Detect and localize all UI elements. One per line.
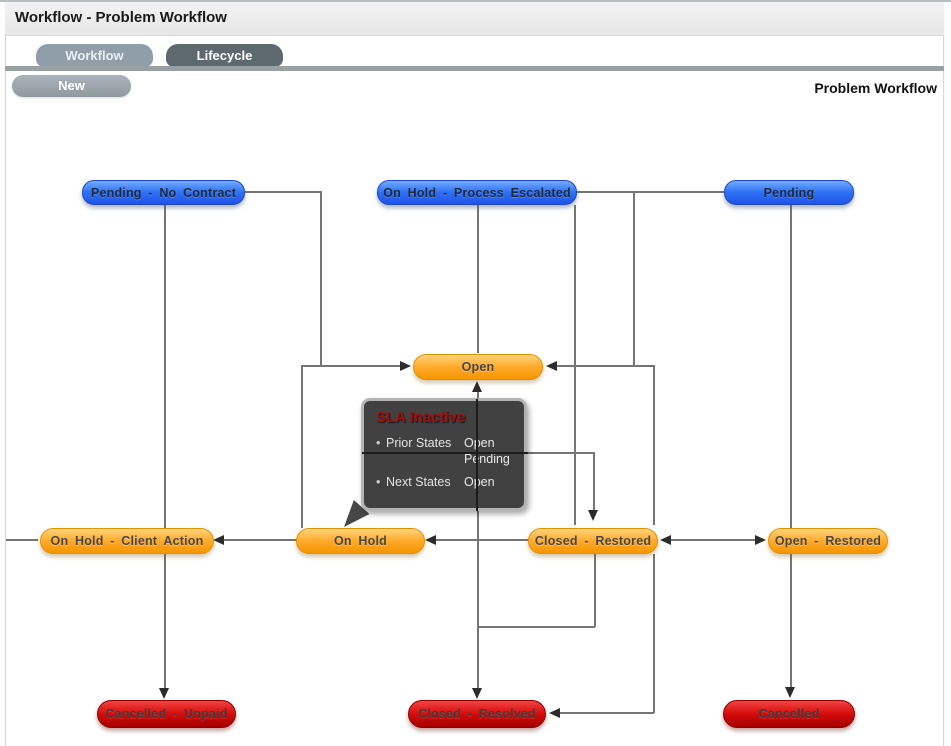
connector-line bbox=[653, 554, 655, 713]
arrowhead-left bbox=[425, 535, 436, 545]
node-pending-no-contract[interactable]: Pending - No Contract bbox=[82, 180, 245, 205]
connector-line bbox=[557, 712, 654, 714]
tooltip-row-label: Next States bbox=[386, 475, 451, 489]
arrowhead-left bbox=[660, 535, 671, 545]
node-label: Cancelled - Unpaid bbox=[105, 707, 228, 721]
bullet-icon: • bbox=[376, 475, 381, 489]
node-open-restored[interactable]: Open - Restored bbox=[768, 528, 888, 554]
arrowhead-down bbox=[588, 510, 598, 521]
connector-line bbox=[164, 205, 166, 528]
connector-line bbox=[477, 205, 479, 353]
connector-line bbox=[433, 539, 529, 541]
connector-line bbox=[245, 191, 321, 193]
tab-workflow[interactable]: Workflow bbox=[36, 44, 153, 67]
node-closed-resolved[interactable]: Closed - Resolved bbox=[408, 700, 546, 728]
tooltip-title: SLA Inactive bbox=[376, 409, 466, 426]
arrowhead-right bbox=[755, 535, 766, 545]
node-pending[interactable]: Pending bbox=[724, 180, 854, 205]
node-on-hold[interactable]: On Hold bbox=[296, 528, 425, 554]
node-label: On Hold - Client Action bbox=[50, 534, 204, 548]
node-label: Open bbox=[461, 360, 495, 374]
connector-line bbox=[577, 191, 724, 193]
connector-line bbox=[301, 365, 401, 367]
arrowhead-up bbox=[472, 381, 482, 392]
new-button[interactable]: New bbox=[12, 75, 131, 97]
tooltip-row: • Next States Open bbox=[376, 474, 514, 490]
arrowhead-down bbox=[785, 687, 795, 698]
node-label: Pending bbox=[763, 185, 815, 200]
connector-line bbox=[594, 554, 596, 627]
connector-line bbox=[593, 452, 595, 512]
page-title: Problem Workflow bbox=[814, 80, 937, 96]
bullet-icon: • bbox=[376, 436, 381, 450]
node-label: On Hold - Process Escalated bbox=[383, 185, 571, 200]
connector-line bbox=[574, 205, 576, 525]
tooltip-row-label: Prior States bbox=[386, 436, 452, 450]
node-label: Closed - Resolved bbox=[418, 707, 536, 721]
connector-line bbox=[653, 365, 655, 525]
connector-line bbox=[476, 399, 478, 511]
arrowhead-right bbox=[400, 361, 411, 371]
connector-line bbox=[362, 452, 528, 454]
node-cancelled-unpaid[interactable]: Cancelled - Unpaid bbox=[97, 700, 236, 728]
connector-line bbox=[301, 365, 303, 528]
connector-line bbox=[221, 539, 297, 541]
arrowhead-down bbox=[159, 688, 169, 699]
connector-line bbox=[164, 554, 166, 690]
node-label: Cancelled bbox=[758, 707, 820, 721]
arrowhead-left bbox=[213, 535, 224, 545]
top-border bbox=[0, 0, 951, 2]
connector-line bbox=[790, 205, 792, 688]
node-closed-restored[interactable]: Closed - Restored bbox=[528, 528, 658, 554]
window-title: Workflow - Problem Workflow bbox=[15, 9, 227, 26]
connector-line bbox=[320, 191, 322, 366]
connector-line bbox=[670, 539, 760, 541]
tooltip-row-values: Open bbox=[464, 475, 495, 489]
connector-line bbox=[6, 539, 38, 541]
connector-line bbox=[633, 191, 635, 366]
window-header: Workflow - Problem Workflow bbox=[5, 2, 944, 36]
node-label: Pending - No Contract bbox=[90, 185, 237, 200]
node-label: Closed - Restored bbox=[534, 534, 652, 548]
arrowhead-left bbox=[549, 708, 560, 718]
connector-line bbox=[553, 365, 654, 367]
connector-line bbox=[477, 626, 595, 628]
node-label: Open - Restored bbox=[774, 534, 882, 548]
tab-underline-bar bbox=[5, 66, 944, 71]
arrowhead-down bbox=[472, 688, 482, 699]
node-on-hold-client-action[interactable]: On Hold - Client Action bbox=[40, 528, 214, 554]
arrowhead-left bbox=[546, 361, 557, 371]
tab-lifecycle[interactable]: Lifecycle bbox=[166, 44, 283, 67]
node-on-hold-process-escalated[interactable]: On Hold - Process Escalated bbox=[377, 180, 577, 205]
node-cancelled[interactable]: Cancelled bbox=[723, 700, 855, 728]
node-label: On Hold bbox=[333, 534, 387, 548]
node-open[interactable]: Open bbox=[413, 354, 543, 380]
